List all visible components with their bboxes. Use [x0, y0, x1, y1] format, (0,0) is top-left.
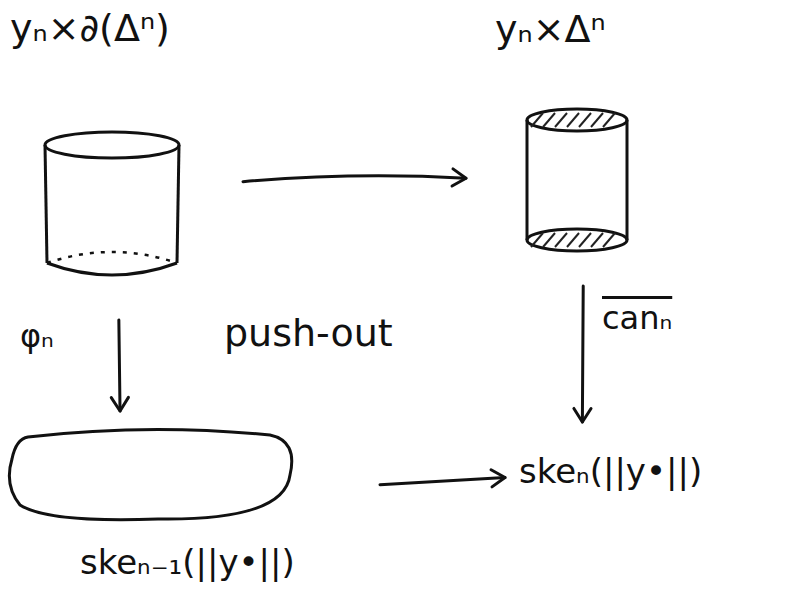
edge-label: φₙ — [18, 318, 56, 355]
node-label: skeₙ(||y•||) — [519, 452, 702, 491]
skeleton-space: skeₙ₋₁(||y•||) — [8, 425, 370, 597]
skeleton-space-n: skeₙ(||y•||) — [515, 450, 795, 504]
arrow-connector — [111, 320, 128, 411]
arrow-connector — [574, 286, 591, 422]
note-label: push-out — [222, 312, 395, 356]
cylinder-space: yₙ×∂(Δⁿ) — [8, 5, 243, 290]
edge-label: canₙ — [600, 300, 674, 337]
node-label: yₙ×∂(Δⁿ) — [10, 7, 170, 51]
node-label: yₙ×Δⁿ — [495, 8, 606, 52]
arrow-connector — [243, 169, 466, 186]
solid-cylinder-space: yₙ×Δⁿ — [480, 8, 700, 258]
arrow-connector — [380, 470, 505, 487]
node-label: skeₙ₋₁(||y•||) — [80, 543, 295, 582]
